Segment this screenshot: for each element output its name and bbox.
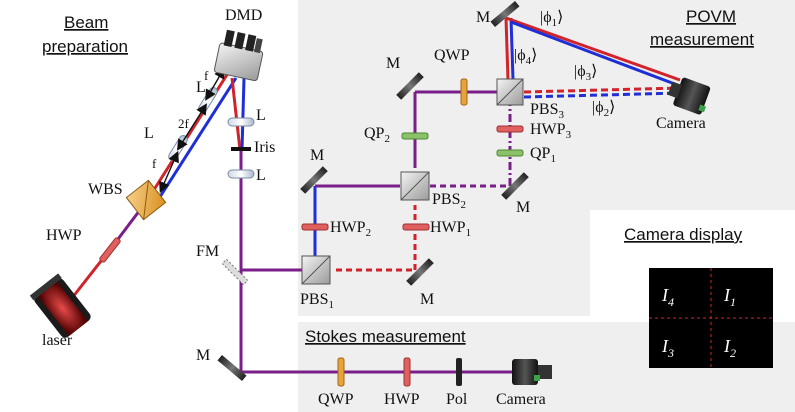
hwp-stokes-label: HWP — [384, 391, 420, 408]
dmd-icon — [213, 29, 264, 82]
quadrant-label-bl: I3 — [661, 336, 674, 360]
camera-display — [649, 268, 773, 368]
camera-povm-label: Camera — [656, 115, 706, 132]
qp1-icon — [496, 149, 524, 157]
wbs-icon — [125, 179, 167, 221]
mirror-m3-icon — [501, 172, 529, 200]
beam-dmd-blue-down — [240, 77, 246, 151]
quadrant-label-tr: I1 — [723, 285, 736, 309]
pbs3-icon — [496, 78, 524, 106]
povm-title-1: POVM — [686, 7, 736, 26]
camera-stokes-label: Camera — [496, 391, 546, 408]
lens-label-dmd-2: L — [256, 167, 266, 184]
mirror-m4-icon — [396, 72, 424, 100]
pbs3-label: PBS3 — [530, 101, 564, 121]
wbs-label: WBS — [88, 181, 123, 198]
beam-red-up — [148, 69, 232, 197]
camera-stokes-icon — [512, 359, 552, 385]
hwp1-label: HWP1 — [430, 219, 471, 239]
lens-dmd-2-icon — [227, 169, 255, 179]
focal-label-f2: f — [204, 68, 209, 83]
camera-povm-icon — [667, 77, 711, 115]
mirror-m1-icon — [300, 166, 328, 194]
hwp-prep-icon — [99, 237, 121, 263]
beam-prep-title-1: Beam — [64, 13, 108, 32]
quadrant-label-br: I2 — [723, 336, 736, 360]
beam-blue-up — [156, 77, 238, 201]
beam-phi1-red — [505, 16, 681, 82]
focal-label-2f: 2f — [178, 116, 190, 131]
qwp-povm-icon — [460, 78, 468, 106]
beam-phi3-red — [523, 86, 681, 94]
mirror-stokes-icon — [217, 355, 247, 381]
povm-title-2: measurement — [650, 30, 754, 49]
focal-arrow-2f — [177, 103, 207, 151]
fm-label: FM — [196, 243, 219, 260]
lens-label-dmd-1: L — [256, 107, 266, 124]
lens-dmd-1-icon — [227, 117, 255, 127]
lens-label-prep-1: L — [196, 79, 206, 96]
phi2-label: |ϕ2⟩ — [592, 99, 615, 119]
iris-icon — [231, 147, 251, 151]
qp2-label: QP2 — [364, 125, 390, 145]
qwp-stokes-icon — [337, 357, 345, 387]
qwp-povm-label: QWP — [434, 47, 470, 64]
phi4-label: |ϕ4⟩ — [514, 47, 537, 67]
mirror-m1-label: M — [310, 147, 324, 164]
beam-pbs3-up-red — [504, 17, 510, 81]
phi3-label: |ϕ3⟩ — [574, 63, 597, 83]
phi1-label: |ϕ1⟩ — [540, 9, 563, 29]
pbs1-label: PBS1 — [300, 291, 334, 311]
hwp1-icon — [402, 223, 430, 231]
focal-arrow-f2 — [205, 67, 225, 101]
pbs2-label: PBS2 — [432, 191, 466, 211]
dmd-label: DMD — [225, 7, 262, 24]
camera-display-title: Camera display — [624, 225, 743, 244]
pol-icon — [456, 358, 462, 386]
mirror-m2-label: M — [420, 291, 434, 308]
focal-label-f1: f — [152, 156, 157, 171]
beam-phi1-blue — [510, 20, 681, 88]
focal-arrow-f1 — [159, 150, 179, 194]
lens-label-prep-2: L — [144, 125, 154, 142]
stokes-title: Stokes measurement — [305, 327, 466, 346]
qp1-label: QP1 — [530, 145, 556, 165]
quadrant-label-tl: I4 — [661, 285, 674, 309]
laser-label: laser — [42, 332, 73, 349]
flip-mirror-icon — [221, 258, 249, 286]
hwp2-icon — [301, 223, 329, 231]
beam-pbs3-up-blue — [509, 17, 515, 81]
pbs1-icon — [301, 255, 331, 285]
mirror-m2-icon — [406, 258, 434, 286]
hwp3-label: HWP3 — [530, 121, 572, 141]
pbs2-icon — [400, 171, 430, 201]
hwp3-icon — [496, 125, 524, 133]
povm-panel — [298, 0, 795, 316]
beam-prep-title-2: preparation — [42, 37, 128, 56]
beam-phi2-blue — [523, 91, 681, 99]
mirror-stokes-label: M — [196, 347, 210, 364]
mirror-m4-label: M — [386, 55, 400, 72]
mirror-m5-icon — [490, 1, 520, 27]
mirror-m3-label: M — [516, 199, 530, 216]
qp2-icon — [401, 132, 429, 140]
hwp-stokes-icon — [403, 357, 411, 387]
mirror-m5-label: M — [476, 9, 490, 26]
pol-label: Pol — [446, 391, 468, 408]
qwp-stokes-label: QWP — [318, 391, 354, 408]
hwp2-label: HWP2 — [330, 219, 371, 239]
hwp-prep-label: HWP — [46, 227, 82, 244]
beam-dmd-red-down — [230, 77, 242, 151]
iris-label: Iris — [254, 139, 275, 156]
laser-icon — [29, 273, 91, 338]
